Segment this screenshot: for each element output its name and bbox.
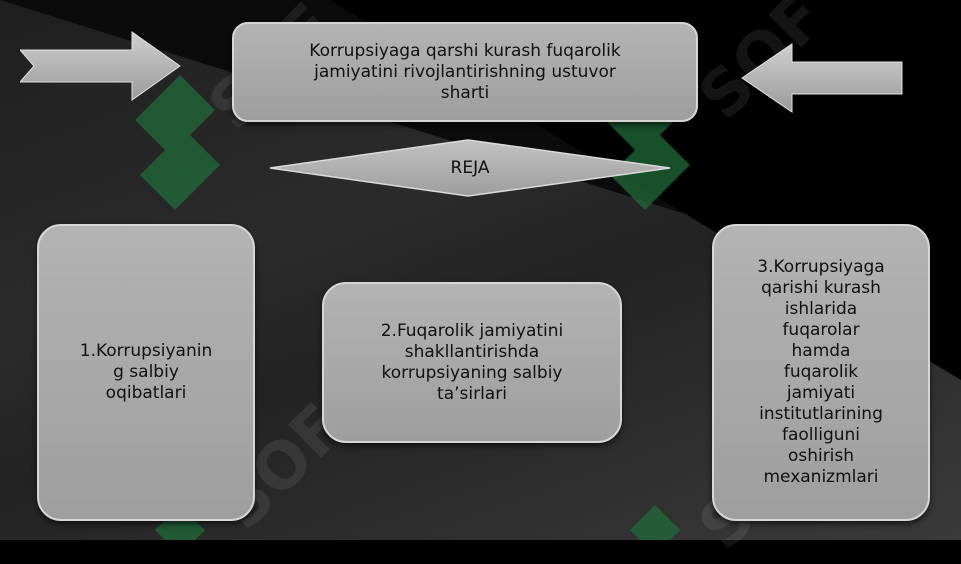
reja-label: REJA	[450, 158, 490, 178]
title-box: Korrupsiyaga qarshi kurash fuqarolik jam…	[232, 22, 698, 122]
right-arrow-icon	[20, 31, 181, 101]
left-arrow-icon	[741, 43, 903, 113]
watermark-logo-icon	[155, 505, 205, 540]
watermark-logo-icon	[135, 75, 220, 210]
item-box-1: 1.Korrupsiyanin g salbiy oqibatlari	[37, 224, 255, 521]
item-box-3: 3.Korrupsiyaga qarishi kurash ishlarida …	[712, 224, 930, 521]
reja-diamond-shape	[269, 139, 671, 197]
watermark-logo-icon	[630, 505, 680, 540]
item-box-2: 2.Fuqarolik jamiyatini shakllantirishda …	[322, 282, 622, 443]
